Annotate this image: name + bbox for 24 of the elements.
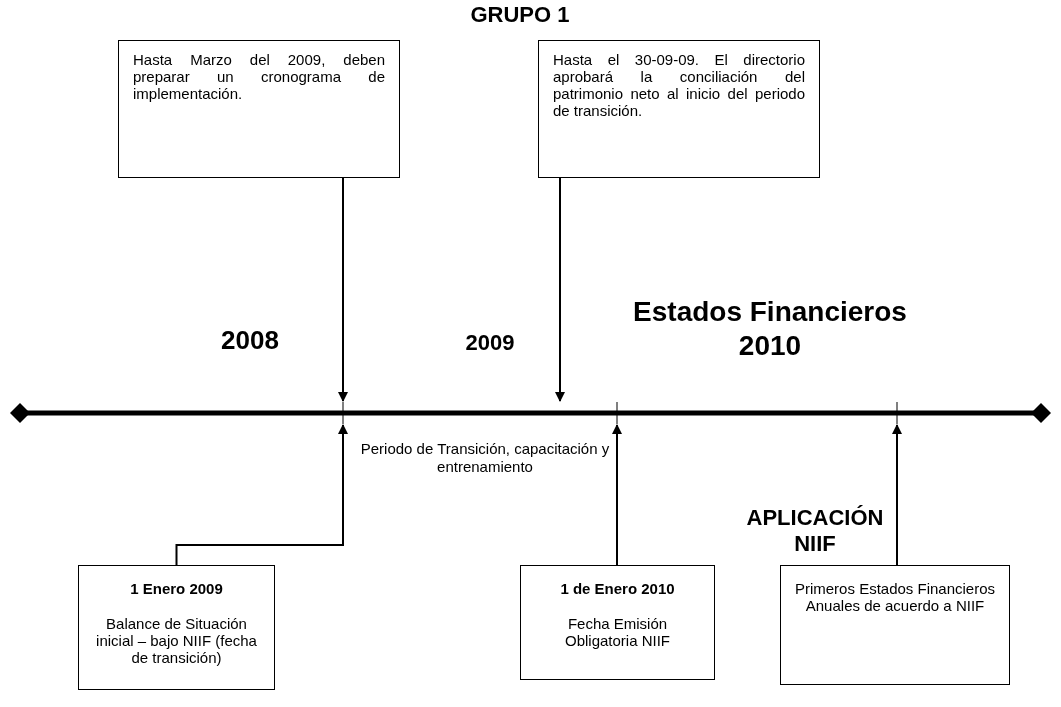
arrow	[612, 424, 622, 566]
title: GRUPO 1	[469, 2, 571, 29]
date-heading: 1 Enero 2009	[129, 580, 224, 597]
text-box	[538, 40, 820, 178]
year-label: 2009	[464, 330, 516, 357]
text-box	[118, 40, 400, 178]
note-text: Hasta el 30-09-09. El directorio aprobará la conciliación del patrimonio neto al inicio del periodo de transición.	[553, 51, 805, 119]
text-box	[520, 565, 715, 680]
text-box	[78, 565, 275, 690]
description-text: Balance de Situación inicial – bajo NIIF (fecha de transición)	[95, 615, 258, 666]
note-text: Hasta Marzo del 2009, deben preparar un cronograma de implementación.	[133, 51, 385, 102]
description-text: Primeros Estados Financieros Anuales de acuerdo a NIIF	[793, 580, 997, 614]
year-label: 2008	[220, 325, 280, 357]
period-note: Periodo de Transición, capacitación y entrenamiento	[360, 440, 610, 476]
phase-label: APLICACIÓN NIIF	[745, 505, 885, 558]
arrow	[338, 177, 348, 402]
arrow	[555, 177, 565, 402]
description-text: Fecha Emisión Obligatoria NIIF	[563, 615, 671, 649]
arrow	[892, 424, 902, 566]
date-heading: 1 de Enero 2010	[559, 580, 676, 597]
text-box	[780, 565, 1010, 685]
period-heading: Estados Financieros 2010	[632, 295, 908, 363]
arrow	[175, 424, 348, 566]
timeline-bar	[10, 401, 1051, 425]
